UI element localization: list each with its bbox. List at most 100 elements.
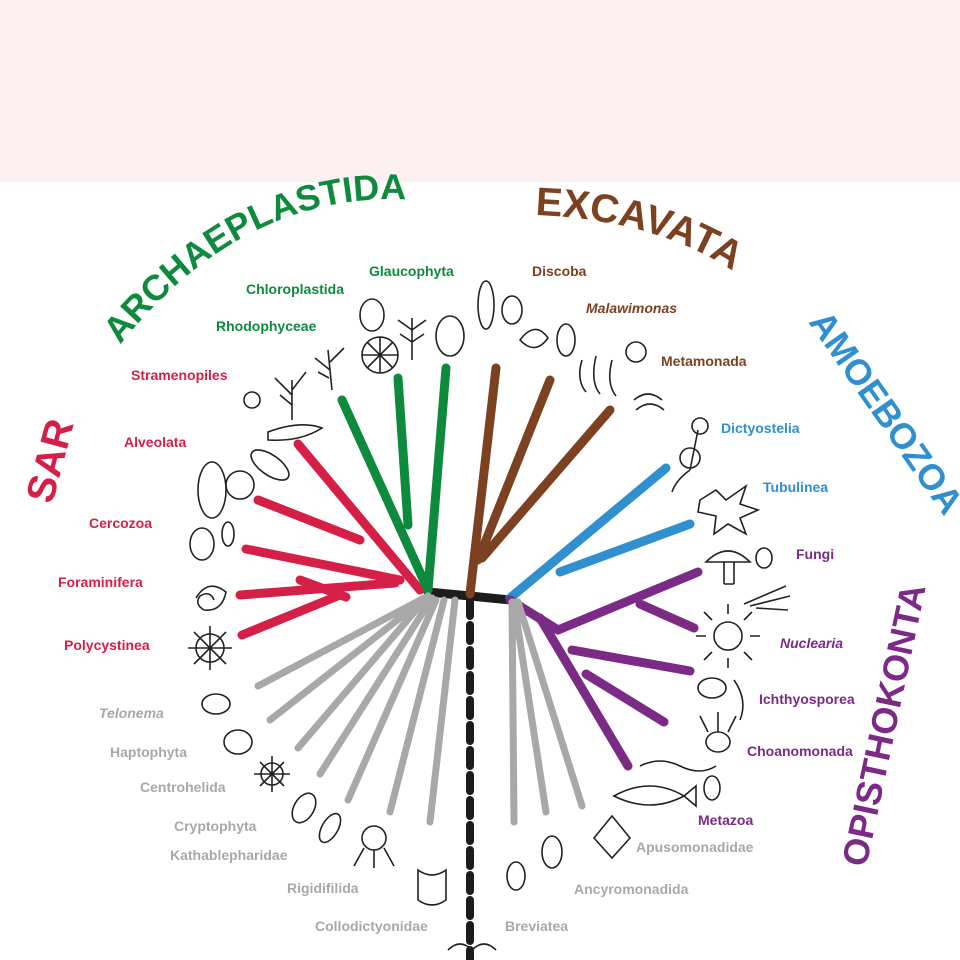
branch-breviatea <box>508 598 518 826</box>
excavata-branches <box>465 363 615 599</box>
label-metazoa: Metazoa <box>698 812 753 828</box>
dictyostelium-sorus-icon <box>691 417 709 435</box>
chlamydomonas-icon <box>359 298 385 332</box>
metamonada-flagella-icon <box>578 355 617 397</box>
branch-sar-sub <box>295 575 351 602</box>
chara-icon <box>397 318 427 360</box>
label-cercozoa: Cercozoa <box>89 515 152 531</box>
branch-cryptophyta <box>316 594 436 778</box>
branch-choanomonada <box>581 669 669 727</box>
branch-metamonada <box>477 405 615 563</box>
label-breviatea: Breviatea <box>505 918 568 934</box>
alveolata-organism-icon <box>250 449 290 481</box>
dictyostelium-icon <box>671 429 699 493</box>
polycystine-spines-icon <box>188 626 232 670</box>
euglena-icon <box>477 280 495 330</box>
ichthyosporea-icon <box>697 677 727 699</box>
branch-apusomonadidae <box>514 598 586 810</box>
yeast-icon <box>755 547 773 569</box>
unplaced-branches <box>254 592 586 826</box>
branch-tubulinea <box>555 519 695 577</box>
branch-rhodophyceae <box>337 395 433 595</box>
supergroup-sar: SAR <box>18 414 82 507</box>
choanoflagellate-collar-icon <box>699 712 737 733</box>
label-apusomonadidae: Apusomonadidae <box>636 839 754 855</box>
label-ancyromonadida: Ancyromonadida <box>574 881 689 897</box>
dinoflagellate-icon <box>225 470 255 500</box>
label-telonema: Telonema <box>99 705 164 721</box>
brown-alga-icon <box>274 371 307 420</box>
branch-cercozoa <box>241 544 405 585</box>
label-rhodophyceae: Rhodophyceae <box>216 318 317 334</box>
branch-alveolata <box>293 439 425 595</box>
diatom-icon <box>267 424 324 442</box>
label-polycystinea: Polycystinea <box>64 637 150 653</box>
dictyostelium-cell-icon <box>679 447 701 469</box>
apusomonad-icon <box>592 814 632 860</box>
branch-discoba <box>465 363 501 599</box>
label-nuclearia: Nuclearia <box>780 635 843 651</box>
glaucophyte-icon <box>435 315 465 357</box>
branch-malawimonas <box>473 375 555 565</box>
worm-icon <box>639 760 717 772</box>
beetle-icon <box>703 775 721 801</box>
amoebozoa-branches <box>505 463 695 603</box>
branch-ichthyosporea <box>567 645 695 676</box>
branch-polycystinea <box>237 590 345 640</box>
label-glaucophyta: Glaucophyta <box>369 263 454 279</box>
cryptophyte-icon <box>291 792 317 824</box>
stramenopile-cell-icon <box>243 391 261 409</box>
branch-ancyromonadida <box>510 598 550 816</box>
ciliate-organism-icon <box>197 461 227 519</box>
label-foraminifera: Foraminifera <box>58 574 143 590</box>
label-choanomonada: Choanomonada <box>747 743 853 759</box>
label-fungi: Fungi <box>796 546 834 562</box>
amoeba-icon <box>697 483 761 536</box>
label-dictyostelia: Dictyostelia <box>721 420 800 436</box>
label-haptophyta: Haptophyta <box>110 744 187 760</box>
label-discoba: Discoba <box>532 263 587 279</box>
sar-branches <box>235 439 425 640</box>
label-stramenopiles: Stramenopiles <box>131 367 228 383</box>
top-band <box>0 0 960 182</box>
branch-stramenopiles <box>253 495 365 545</box>
red-alga-icon <box>314 347 345 391</box>
nuclearia-icon <box>713 621 743 651</box>
fish-icon <box>612 784 697 808</box>
branch-centrohelida <box>294 592 432 752</box>
centrohelid-spines-icon <box>254 756 290 792</box>
label-alveolata: Alveolata <box>124 434 186 450</box>
label-chloroplastida: Chloroplastida <box>246 281 344 297</box>
ichthyosporea-stalk-icon <box>733 679 744 721</box>
foraminifera-icon <box>195 585 227 611</box>
label-metamonada: Metamonada <box>661 353 747 369</box>
malawimonas-icon <box>518 328 549 349</box>
label-cryptophyta: Cryptophyta <box>174 818 257 834</box>
organism-illustrations <box>188 280 791 952</box>
rigidifilida-legs-icon <box>353 847 395 868</box>
archaeplastida-branches <box>337 363 451 595</box>
branch-fungi <box>553 567 703 635</box>
branch-kathablepharidae <box>344 596 440 804</box>
label-malawimonas: Malawimonas <box>586 300 677 316</box>
nuclearia-spines-icon <box>696 604 760 668</box>
chloroplastid-disc-spokes-icon <box>362 337 398 373</box>
branch-holozoa <box>535 613 633 771</box>
supergroup-opisthokonta: OPISTHOKONTA <box>834 580 934 870</box>
cercozoa-cell2-icon <box>221 521 235 547</box>
branch-nuclearia <box>635 599 699 633</box>
hypermastigote-icon <box>633 393 665 411</box>
branch-collodictyonidae <box>426 596 459 826</box>
giardia-icon <box>556 323 576 357</box>
breviatea-icon <box>506 861 526 891</box>
opisthokonta-branches <box>505 567 703 771</box>
label-collodictyonidae: Collodictyonidae <box>315 918 428 934</box>
branch-haptophyta <box>266 592 432 724</box>
label-kathablepharidae: Kathablepharidae <box>170 847 288 863</box>
mushroom-icon <box>704 550 752 585</box>
ancyromonad-icon <box>541 835 563 869</box>
label-tubulinea: Tubulinea <box>763 479 828 495</box>
label-centrohelida: Centrohelida <box>140 779 226 795</box>
